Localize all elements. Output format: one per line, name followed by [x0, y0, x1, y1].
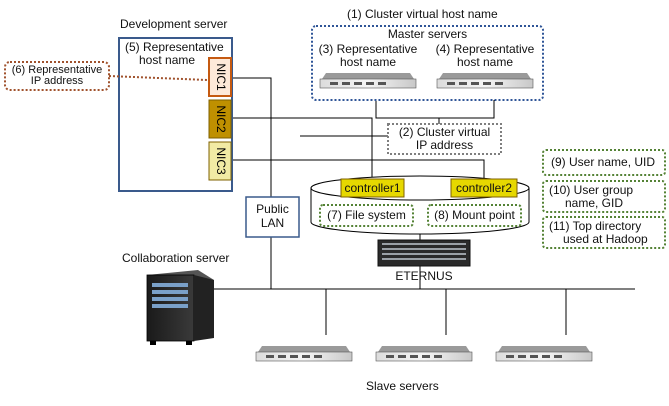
master-host4-line1: (4) Representative	[435, 42, 535, 56]
cluster-ip-line1: (2) Cluster virtual	[398, 125, 491, 139]
cluster-ip-frame	[387, 123, 502, 155]
cluster-host-name: (1) Cluster virtual host name	[347, 7, 498, 21]
user-name-label: (9) User name, UID	[551, 155, 656, 169]
group-line1: (10) User group	[549, 183, 634, 197]
master-host4-line2: host name	[456, 55, 514, 69]
public-lan-line2: LAN	[260, 216, 285, 230]
file-system-label: (7) File system	[327, 208, 406, 222]
nic3-label: NIC3	[214, 147, 228, 175]
nic3-box	[208, 141, 232, 181]
nic2-line	[231, 117, 373, 178]
dev-rep-host-line2: host name	[139, 53, 196, 67]
master-bus	[375, 100, 495, 119]
dev-server-frame	[118, 37, 233, 192]
dev-rep-host-line1: (5) Representative	[125, 40, 224, 54]
master-host3-line1: (3) Representative	[318, 42, 418, 56]
topdir-line2: used at Hadoop	[563, 232, 648, 246]
nic1-line	[231, 77, 272, 289]
group-line2: name, GID	[565, 196, 624, 210]
master-title: Master servers	[387, 27, 468, 41]
collaboration-server-label: Collaboration server	[122, 251, 230, 265]
nic2-label: NIC2	[214, 105, 228, 133]
master-server-2-icon	[436, 73, 534, 89]
nic1-box	[208, 57, 232, 97]
master-frame	[311, 25, 544, 101]
rep-ip-line1: (6) Representative	[11, 64, 103, 76]
public-lan-box	[245, 196, 300, 238]
nic3-line	[231, 159, 485, 178]
mount-point-label: (8) Mount point	[434, 208, 515, 222]
slave-server-2-icon	[375, 346, 473, 362]
public-lan-line1: Public	[256, 202, 289, 216]
controller1-label: controller1	[344, 181, 401, 195]
rep-ip-frame	[4, 61, 110, 91]
nic2-box	[208, 99, 232, 139]
group-frame	[542, 180, 666, 213]
nic1-label: NIC1	[214, 63, 228, 91]
dev-server-title: Development server	[120, 17, 228, 31]
user-name-frame	[542, 149, 666, 176]
rep-ip-leader	[108, 75, 208, 81]
controller2-box	[450, 178, 518, 198]
slave-server-3-icon	[495, 346, 593, 362]
rep-ip-line2: IP address	[30, 75, 84, 87]
master-host3-line2: host name	[339, 55, 397, 69]
topdir-line1: (11) Top directory	[549, 219, 642, 233]
slave-server-1-icon	[255, 346, 353, 362]
slave-servers-label: Slave servers	[366, 379, 439, 393]
controller1-box	[340, 178, 405, 198]
eternus-icon	[377, 239, 471, 267]
cluster-ip-line2: IP address	[415, 138, 474, 152]
master-server-1-icon	[319, 73, 417, 89]
eternus-label: ETERNUS	[395, 269, 453, 283]
controller2-label: controller2	[455, 181, 513, 195]
collaboration-server-icon	[146, 270, 214, 345]
topdir-frame	[542, 216, 666, 249]
